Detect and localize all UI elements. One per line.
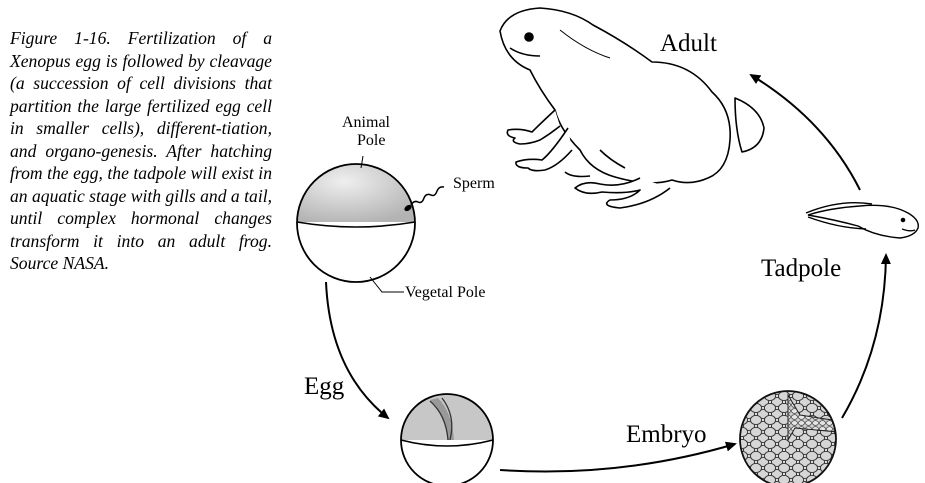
- adult-frog-illustration: [500, 8, 764, 208]
- fertilized-egg: [297, 164, 415, 282]
- embryo-label: Embryo: [626, 421, 707, 448]
- tadpole-illustration: [806, 203, 918, 238]
- sperm-label: Sperm: [453, 175, 495, 192]
- animal-pole-label-line2: Pole: [357, 132, 385, 149]
- tadpole-label: Tadpole: [761, 255, 841, 282]
- vegetal-pole-label: Vegetal Pole: [405, 284, 485, 301]
- arrow-tadpole-to-adult: [751, 75, 860, 190]
- arrow-embryo-to-tadpole: [842, 255, 886, 418]
- cleaving-egg: [401, 394, 493, 483]
- egg-label: Egg: [304, 373, 345, 400]
- animal-pole-label-line1: Animal: [342, 114, 391, 131]
- adult-label: Adult: [660, 30, 717, 57]
- embryo-illustration: [738, 390, 838, 483]
- arrow-cleavage-to-embryo: [500, 444, 735, 472]
